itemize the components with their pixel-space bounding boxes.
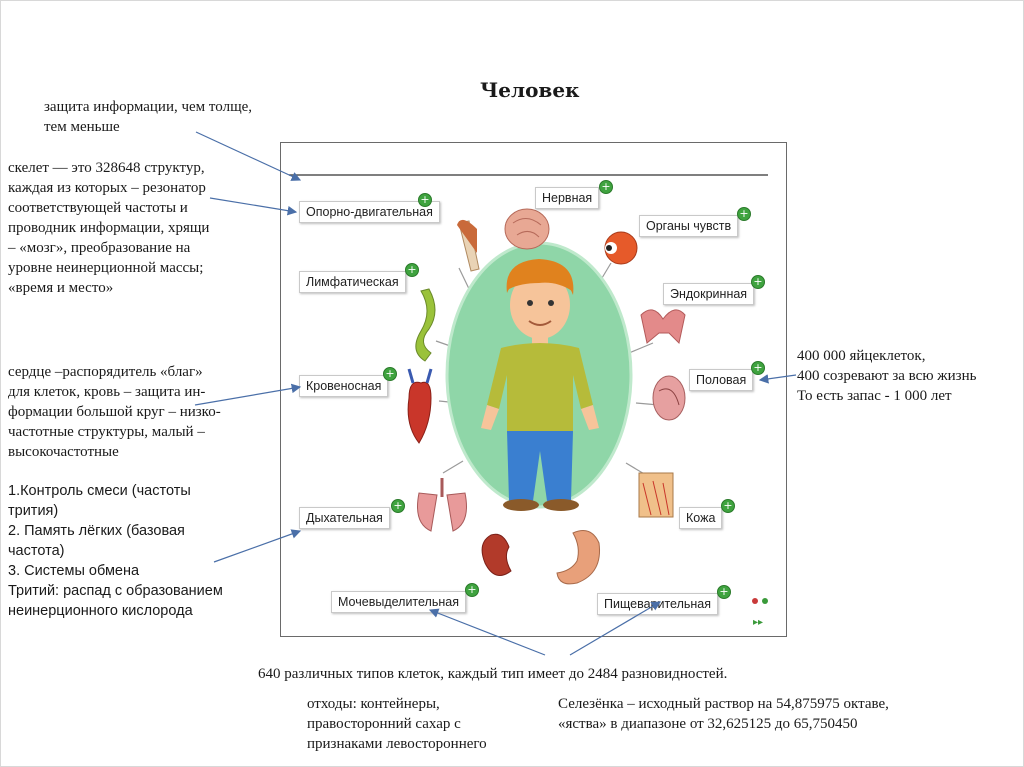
expand-plus-icon[interactable]: + [418,193,432,207]
expand-plus-icon[interactable]: + [751,361,765,375]
note-skeleton: скелет — это 328648 структур, каждая из … [8,160,210,296]
expand-plus-icon[interactable]: + [465,583,479,597]
svg-text:▸▸: ▸▸ [753,617,763,628]
note-heart: сердце –распорядитель «благ» для клеток,… [8,364,221,460]
heart-icon [407,368,433,444]
brain-icon [504,208,550,250]
note-lungs: 1.Контроль смеси (частоты трития) 2. Пам… [8,483,223,619]
system-label-endocrine[interactable]: Эндокринная [663,283,755,305]
eye-icon [604,231,638,265]
system-label-skin[interactable]: Кожа [679,507,723,529]
system-label-respiratory[interactable]: Дыхательная [299,507,390,529]
system-label-senses[interactable]: Органы чувств [639,215,739,237]
system-label-circulatory[interactable]: Кровеносная [299,375,389,397]
bone-icon [457,219,480,272]
system-label-musculoskeletal[interactable]: Опорно-двигательная [299,201,440,223]
kidney-icon [481,533,512,576]
expand-plus-icon[interactable]: + [721,499,735,513]
system-label-nervous[interactable]: Нервная [535,187,600,209]
expand-plus-icon[interactable]: + [383,367,397,381]
expand-plus-icon[interactable]: + [599,180,613,194]
expand-plus-icon[interactable]: + [717,585,731,599]
reproductive-organ-icon [652,375,686,421]
thyroid-icon [640,309,686,345]
system-label-reproductive[interactable]: Половая [689,369,754,391]
page-title: Человек [480,78,580,102]
body-systems-figure: ▸▸ Опорно-двигательная + Нервная + Орган… [280,142,787,637]
lymph-vessel-icon [415,288,436,362]
note-spleen: Селезёнка – исходный раствор на 54,87597… [558,696,889,732]
note-info-protection: защита информации, чем толще, тем меньше [44,99,253,135]
system-label-digestive[interactable]: Пищеварительная [597,593,719,615]
system-label-urinary[interactable]: Мочевыделительная [331,591,466,613]
note-cells: 640 различных типов клеток, каждый тип и… [258,666,728,682]
system-label-lymphatic[interactable]: Лимфатическая [299,271,406,293]
skin-layer-icon [638,472,674,518]
stomach-icon [556,530,601,585]
note-waste: отходы: контейнеры, правосторонний сахар… [307,696,487,752]
body-systems-illustration: ▸▸ [289,174,768,628]
expand-plus-icon[interactable]: + [751,275,765,289]
expand-plus-icon[interactable]: + [405,263,419,277]
expand-plus-icon[interactable]: + [737,207,751,221]
lungs-icon [417,478,467,532]
boy-figure-icon [481,259,599,511]
note-eggs: 400 000 яйцеклеток, 400 созревают за всю… [797,348,977,404]
expand-plus-icon[interactable]: + [391,499,405,513]
